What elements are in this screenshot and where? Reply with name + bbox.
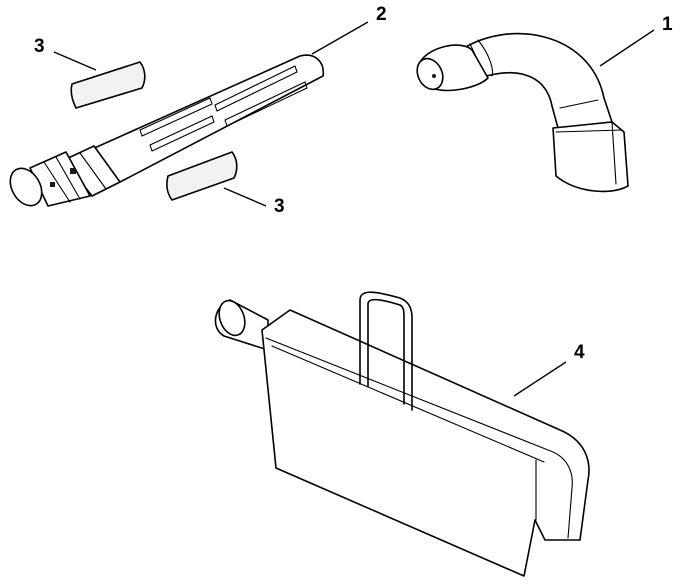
callout-label-2: 2 xyxy=(376,4,387,25)
adhesive-strip-lower xyxy=(166,151,238,201)
callout-label-1: 1 xyxy=(662,14,673,35)
wand-tube-part xyxy=(9,54,325,207)
leader-line-4 xyxy=(513,361,567,397)
curved-elbow-part xyxy=(416,32,629,193)
callout-label-4: 4 xyxy=(574,342,585,363)
crevice-nozzle-part xyxy=(214,291,590,577)
adhesive-strip-upper xyxy=(70,61,146,109)
leader-line-3b xyxy=(223,187,267,207)
leader-line-3a xyxy=(53,51,97,71)
callout-label-3-upper: 3 xyxy=(34,36,45,57)
leader-line-1 xyxy=(599,29,655,67)
leader-line-2 xyxy=(311,21,369,55)
callout-label-3-lower: 3 xyxy=(274,196,285,217)
